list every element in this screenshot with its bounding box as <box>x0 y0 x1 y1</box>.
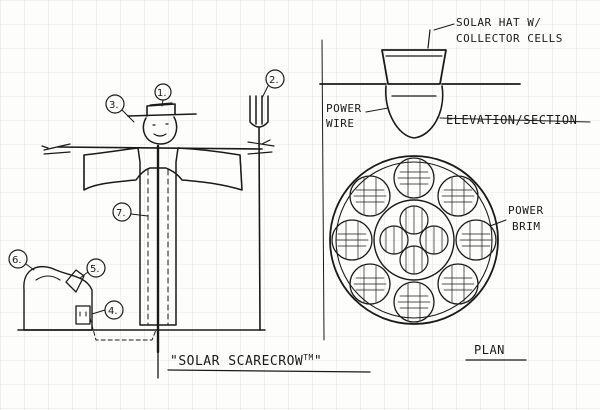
hat-elevation-head <box>385 85 444 139</box>
leader-power-brim <box>489 219 507 227</box>
device-5 <box>65 269 85 293</box>
hat-elevation-crown <box>381 49 447 85</box>
label-solar-hat: SOLAR HAT W/ <box>456 16 541 29</box>
callout-4-label: 4. <box>108 306 118 317</box>
scarecrow-drawing: 1. 2. 3. 4. 5. 6. 7. <box>8 69 371 379</box>
guide-line-vertical <box>321 39 325 341</box>
right-hand-straw <box>247 139 275 155</box>
callout-6-label: 6. <box>12 255 22 266</box>
hat-crown-plan <box>373 199 455 281</box>
arm-pole <box>57 146 263 150</box>
callout-1-label: 1. <box>157 88 167 99</box>
hat-elevation-top-line <box>385 29 443 57</box>
power-brim-outer <box>329 155 499 325</box>
scarecrow-hat-crown <box>146 103 176 117</box>
callout-3: 3. <box>105 94 135 123</box>
label-collector-cells: COLLECTOR CELLS <box>456 32 563 45</box>
label-plan: PLAN <box>474 343 505 357</box>
leader-power-wire <box>365 107 389 113</box>
power-outlet-4 <box>75 305 91 325</box>
scarecrow-hat-brim <box>127 113 197 117</box>
storage-box-6 <box>23 265 93 331</box>
scarecrow-hat-band <box>149 102 173 106</box>
storage-box-lid <box>35 275 61 281</box>
title-underline <box>157 339 371 379</box>
callout-3-label: 3. <box>109 100 119 111</box>
brim-collector-cells <box>331 157 497 323</box>
callout-7-label: 7. <box>116 208 126 219</box>
outlet-slots <box>79 311 87 317</box>
solar-hat-drawing: SOLAR HAT W/ COLLECTOR CELLS POWER WIRE … <box>319 16 591 361</box>
pitchfork-handle <box>258 127 261 331</box>
label-power: POWER <box>326 102 362 115</box>
label-power-brim-1: POWER <box>508 204 544 217</box>
scarecrow-coat <box>83 147 243 326</box>
label-wire: WIRE <box>326 117 355 130</box>
callout-4: 4. <box>91 300 124 320</box>
callout-5-label: 5. <box>90 264 100 275</box>
scarecrow-head <box>142 116 178 145</box>
callout-7: 7. <box>112 202 149 222</box>
elevation-section-line <box>439 117 591 123</box>
leader-solar-hat <box>433 23 455 31</box>
power-wire-to-outlet <box>89 317 157 341</box>
coat-sleeve-ends <box>83 154 243 191</box>
left-hand-straw <box>41 143 71 155</box>
callout-5: 5. <box>79 258 106 279</box>
callout-2-label: 2. <box>269 75 279 86</box>
label-elevation-section: ELEVATION/SECTION <box>446 113 577 127</box>
scarecrow-face <box>152 123 169 137</box>
pitchfork-tines <box>249 95 269 128</box>
crown-collector-cells <box>379 205 449 275</box>
callout-1: 1. <box>154 83 172 107</box>
label-power-brim-2: BRIM <box>512 220 541 233</box>
callout-6: 6. <box>8 249 35 271</box>
scarecrow-title: "SOLAR SCARECROWTM" <box>170 353 322 369</box>
power-wire-internal <box>147 169 169 326</box>
callout-2: 2. <box>261 69 285 99</box>
